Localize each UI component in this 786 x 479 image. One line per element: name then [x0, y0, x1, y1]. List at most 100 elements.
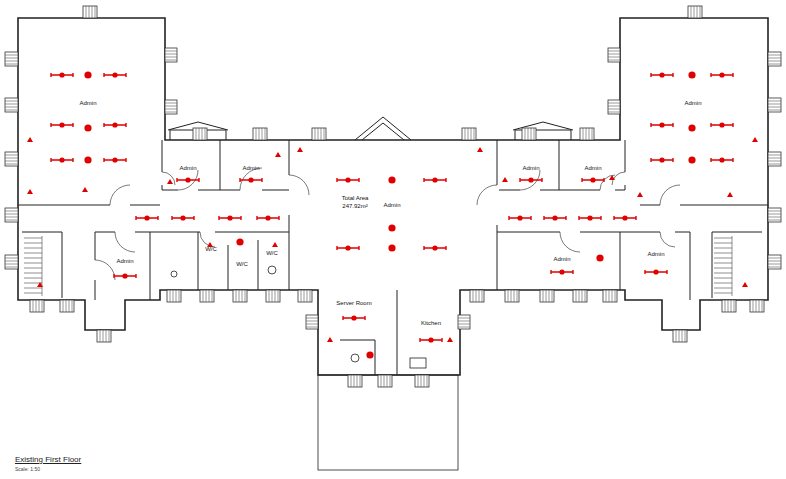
- light-fitting: [645, 270, 667, 274]
- window: [573, 290, 587, 302]
- light-fitting-centre: [622, 215, 627, 220]
- window-mullion: [473, 290, 482, 302]
- light-fitting-centre: [432, 245, 437, 250]
- light-fitting: [424, 178, 446, 182]
- window-mullion: [315, 128, 324, 140]
- window: [540, 290, 554, 302]
- socket-symbol: [167, 179, 173, 184]
- room-label: 247.92m²: [342, 203, 367, 209]
- socket-symbol: [297, 147, 303, 152]
- room: Admin: [622, 234, 688, 296]
- room: W/C: [199, 234, 227, 288]
- socket-symbol: [275, 152, 281, 157]
- downlight: [84, 71, 91, 78]
- window: [30, 300, 44, 312]
- room-label: Admin: [116, 258, 133, 264]
- room-label: Total Area: [342, 195, 369, 201]
- wc-fixture: [351, 354, 359, 362]
- window: [378, 375, 392, 387]
- light-fitting: [343, 316, 365, 320]
- wc-fixture: [268, 266, 276, 274]
- window: [768, 255, 781, 269]
- light-fittings: [27, 71, 758, 358]
- window-mullion: [768, 55, 781, 64]
- door-swing: [95, 168, 680, 280]
- window-mullion: [100, 330, 109, 342]
- room-label: Admin: [684, 100, 701, 106]
- downlight: [688, 71, 695, 78]
- light-fitting: [337, 246, 359, 250]
- windows: [5, 6, 781, 387]
- light-fitting: [337, 178, 359, 182]
- light-fitting: [424, 246, 446, 250]
- room-label: W/C: [236, 261, 248, 267]
- window: [266, 290, 280, 302]
- window: [722, 300, 736, 312]
- window: [165, 48, 177, 62]
- room-label: W/C: [266, 250, 278, 256]
- light-fitting-centre: [122, 273, 127, 278]
- inner-wall: [18, 140, 768, 375]
- room: Kitchen: [399, 292, 457, 373]
- window-mullion: [691, 6, 700, 18]
- light-fitting-centre: [719, 157, 724, 162]
- window-mullion: [63, 300, 72, 312]
- window-mullion: [236, 290, 245, 302]
- light-fitting: [520, 178, 542, 182]
- window-mullion: [5, 55, 18, 64]
- window-mullion: [5, 211, 18, 220]
- window: [60, 300, 74, 312]
- light-fitting-centre: [587, 215, 592, 220]
- light-fitting-centre: [517, 215, 522, 220]
- window-mullion: [5, 101, 18, 110]
- window-mullion: [5, 258, 18, 267]
- window-mullion: [583, 128, 592, 140]
- room: Admin: [499, 142, 557, 188]
- room: Admin: [561, 142, 623, 188]
- light-fitting-centre: [719, 122, 724, 127]
- light-fitting-centre: [659, 122, 664, 127]
- light-fitting-centre: [59, 72, 64, 77]
- terrace: [318, 375, 458, 470]
- window-mullion: [676, 330, 685, 342]
- light-fitting: [614, 216, 636, 220]
- window: [580, 128, 594, 140]
- window: [768, 98, 781, 112]
- window-mullion: [458, 318, 470, 327]
- downlight: [84, 156, 91, 163]
- window: [505, 290, 519, 302]
- window: [603, 290, 617, 302]
- window-mullion: [608, 103, 620, 112]
- window-mullion: [753, 300, 762, 312]
- window: [470, 290, 484, 302]
- light-fitting: [114, 274, 136, 278]
- window-mullion: [5, 155, 18, 164]
- window: [608, 48, 620, 62]
- socket-symbol: [752, 137, 758, 142]
- light-fitting: [219, 216, 241, 220]
- light-fitting-centre: [559, 269, 564, 274]
- light-fitting-centre: [112, 157, 117, 162]
- window-mullion: [606, 290, 615, 302]
- light-fitting-centre: [351, 315, 356, 320]
- window-mullion: [306, 318, 318, 327]
- window-mullion: [203, 290, 212, 302]
- light-fitting-centre: [552, 215, 557, 220]
- light-fitting: [136, 216, 158, 220]
- window: [253, 128, 267, 140]
- window: [462, 128, 476, 140]
- light-fitting: [582, 178, 604, 182]
- socket-symbol: [477, 147, 483, 152]
- window-mullion: [33, 300, 42, 312]
- wc-fixture: [171, 271, 177, 277]
- light-fitting: [51, 158, 73, 162]
- window: [306, 315, 318, 329]
- light-fitting: [651, 123, 673, 127]
- light-fitting: [104, 73, 126, 77]
- window: [97, 330, 111, 342]
- socket-symbol: [742, 282, 748, 287]
- light-fitting-centre: [659, 72, 664, 77]
- scale-note: Scale: 1:50: [15, 467, 40, 472]
- light-fitting-centre: [432, 177, 437, 182]
- window: [167, 290, 181, 302]
